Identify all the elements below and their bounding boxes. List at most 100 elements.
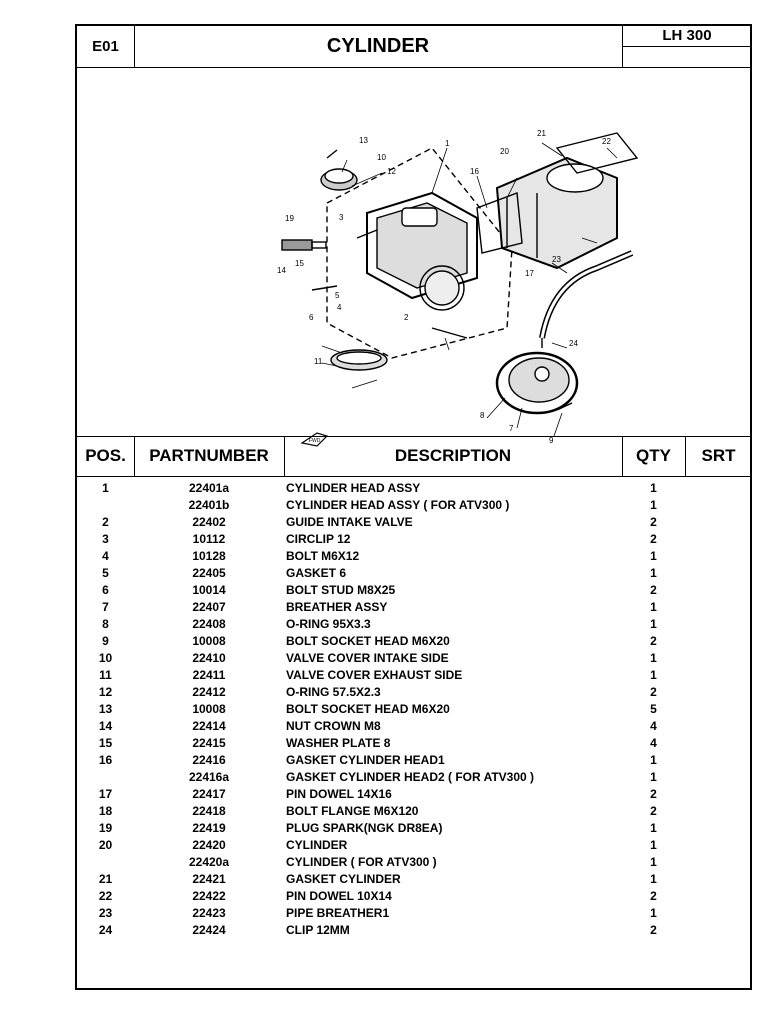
- row-pos: 22: [98, 889, 113, 903]
- table-row: 14 22414 NUT CROWN M8 4: [77, 718, 752, 735]
- table-header-bottom: [77, 476, 752, 477]
- model-label: LH 300: [662, 27, 712, 44]
- callout-16: 16: [470, 167, 479, 176]
- fwd-label: FWD: [309, 438, 321, 444]
- callout-3: 3: [339, 213, 344, 222]
- row-partnumber: 22415: [192, 736, 226, 750]
- row-description: CYLINDER HEAD ASSY: [286, 481, 421, 495]
- exploded-parts-diagram: 1 2 3 4 5 6 7 8 9 10 11 12 13 14 15 16 1…: [277, 129, 639, 447]
- row-partnumber: 22422: [192, 889, 226, 903]
- row-pos: 6: [102, 583, 109, 597]
- row-qty: 5: [650, 702, 657, 716]
- row-description: BOLT M6X12: [286, 549, 360, 563]
- row-partnumber: 22420a: [188, 855, 230, 869]
- row-pos: 24: [98, 923, 113, 937]
- callout-11: 11: [314, 357, 323, 366]
- row-pos: 18: [98, 804, 113, 818]
- col-divider: [284, 436, 285, 476]
- row-partnumber: 22405: [192, 566, 226, 580]
- row-qty: 4: [650, 719, 657, 733]
- section-code: E01: [92, 38, 119, 55]
- col-header-pos: POS.: [85, 446, 126, 465]
- row-pos: 14: [98, 719, 113, 733]
- row-qty: 1: [650, 753, 657, 767]
- row-partnumber: 22421: [192, 872, 226, 886]
- row-description: WASHER PLATE 8: [286, 736, 391, 750]
- callout-15: 15: [295, 259, 304, 268]
- row-partnumber: 22414: [192, 719, 226, 733]
- callout-22: 22: [602, 137, 611, 146]
- callout-17: 17: [525, 269, 534, 278]
- callout-8: 8: [480, 411, 485, 420]
- row-qty: 1: [650, 821, 657, 835]
- row-description: BOLT SOCKET HEAD M6X20: [286, 634, 450, 648]
- row-description: CYLINDER HEAD ASSY ( FOR ATV300 ): [286, 498, 510, 512]
- row-description: PIPE BREATHER1: [286, 906, 390, 920]
- row-description: GASKET CYLINDER HEAD2 ( FOR ATV300 ): [286, 770, 535, 784]
- row-qty: 2: [650, 923, 657, 937]
- callout-13: 13: [359, 136, 368, 145]
- col-divider: [134, 436, 135, 476]
- callout-24: 24: [569, 339, 578, 348]
- row-description: NUT CROWN M8: [286, 719, 381, 733]
- row-qty: 1: [650, 855, 657, 869]
- row-qty: 1: [650, 549, 657, 563]
- row-partnumber: 22423: [192, 906, 226, 920]
- row-partnumber: 10014: [192, 583, 226, 597]
- table-row: 4 10128 BOLT M6X12 1: [77, 548, 752, 565]
- row-qty: 2: [650, 515, 657, 529]
- callout-1: 1: [445, 139, 450, 148]
- model-divider: [622, 46, 752, 47]
- row-partnumber: 10112: [192, 532, 226, 546]
- row-pos: 9: [102, 634, 109, 648]
- row-qty: 1: [650, 651, 657, 665]
- col-header-qty: QTY: [636, 446, 671, 465]
- row-description: GUIDE INTAKE VALVE: [286, 515, 413, 529]
- callout-2: 2: [404, 313, 409, 322]
- row-pos: 4: [102, 549, 109, 563]
- row-qty: 2: [650, 685, 657, 699]
- row-qty: 1: [650, 617, 657, 631]
- row-qty: 2: [650, 787, 657, 801]
- row-qty: 1: [650, 838, 657, 852]
- row-qty: 1: [650, 668, 657, 682]
- row-qty: 1: [650, 566, 657, 580]
- row-qty: 2: [650, 532, 657, 546]
- row-description: CLIP 12MM: [286, 923, 350, 937]
- callout-20: 20: [500, 147, 509, 156]
- row-partnumber: 22411: [192, 668, 226, 682]
- page-title: CYLINDER: [326, 35, 430, 57]
- row-partnumber: 10128: [192, 549, 226, 563]
- row-description: GASKET 6: [286, 566, 347, 580]
- col-divider: [685, 436, 686, 476]
- row-pos: 7: [102, 600, 109, 614]
- row-partnumber: 22412: [192, 685, 226, 699]
- row-description: VALVE COVER INTAKE SIDE: [286, 651, 449, 665]
- row-description: O-RING 57.5X2.3: [286, 685, 381, 699]
- row-description: CIRCLIP 12: [286, 532, 351, 546]
- callout-21: 21: [537, 129, 546, 138]
- row-description: BREATHER ASSY: [286, 600, 388, 614]
- row-pos: 21: [98, 872, 113, 886]
- callout-19: 19: [285, 214, 294, 223]
- row-partnumber: 22424: [192, 923, 226, 937]
- col-header-srt: SRT: [701, 446, 736, 465]
- row-partnumber: 22416: [192, 753, 226, 767]
- col-divider: [622, 436, 623, 476]
